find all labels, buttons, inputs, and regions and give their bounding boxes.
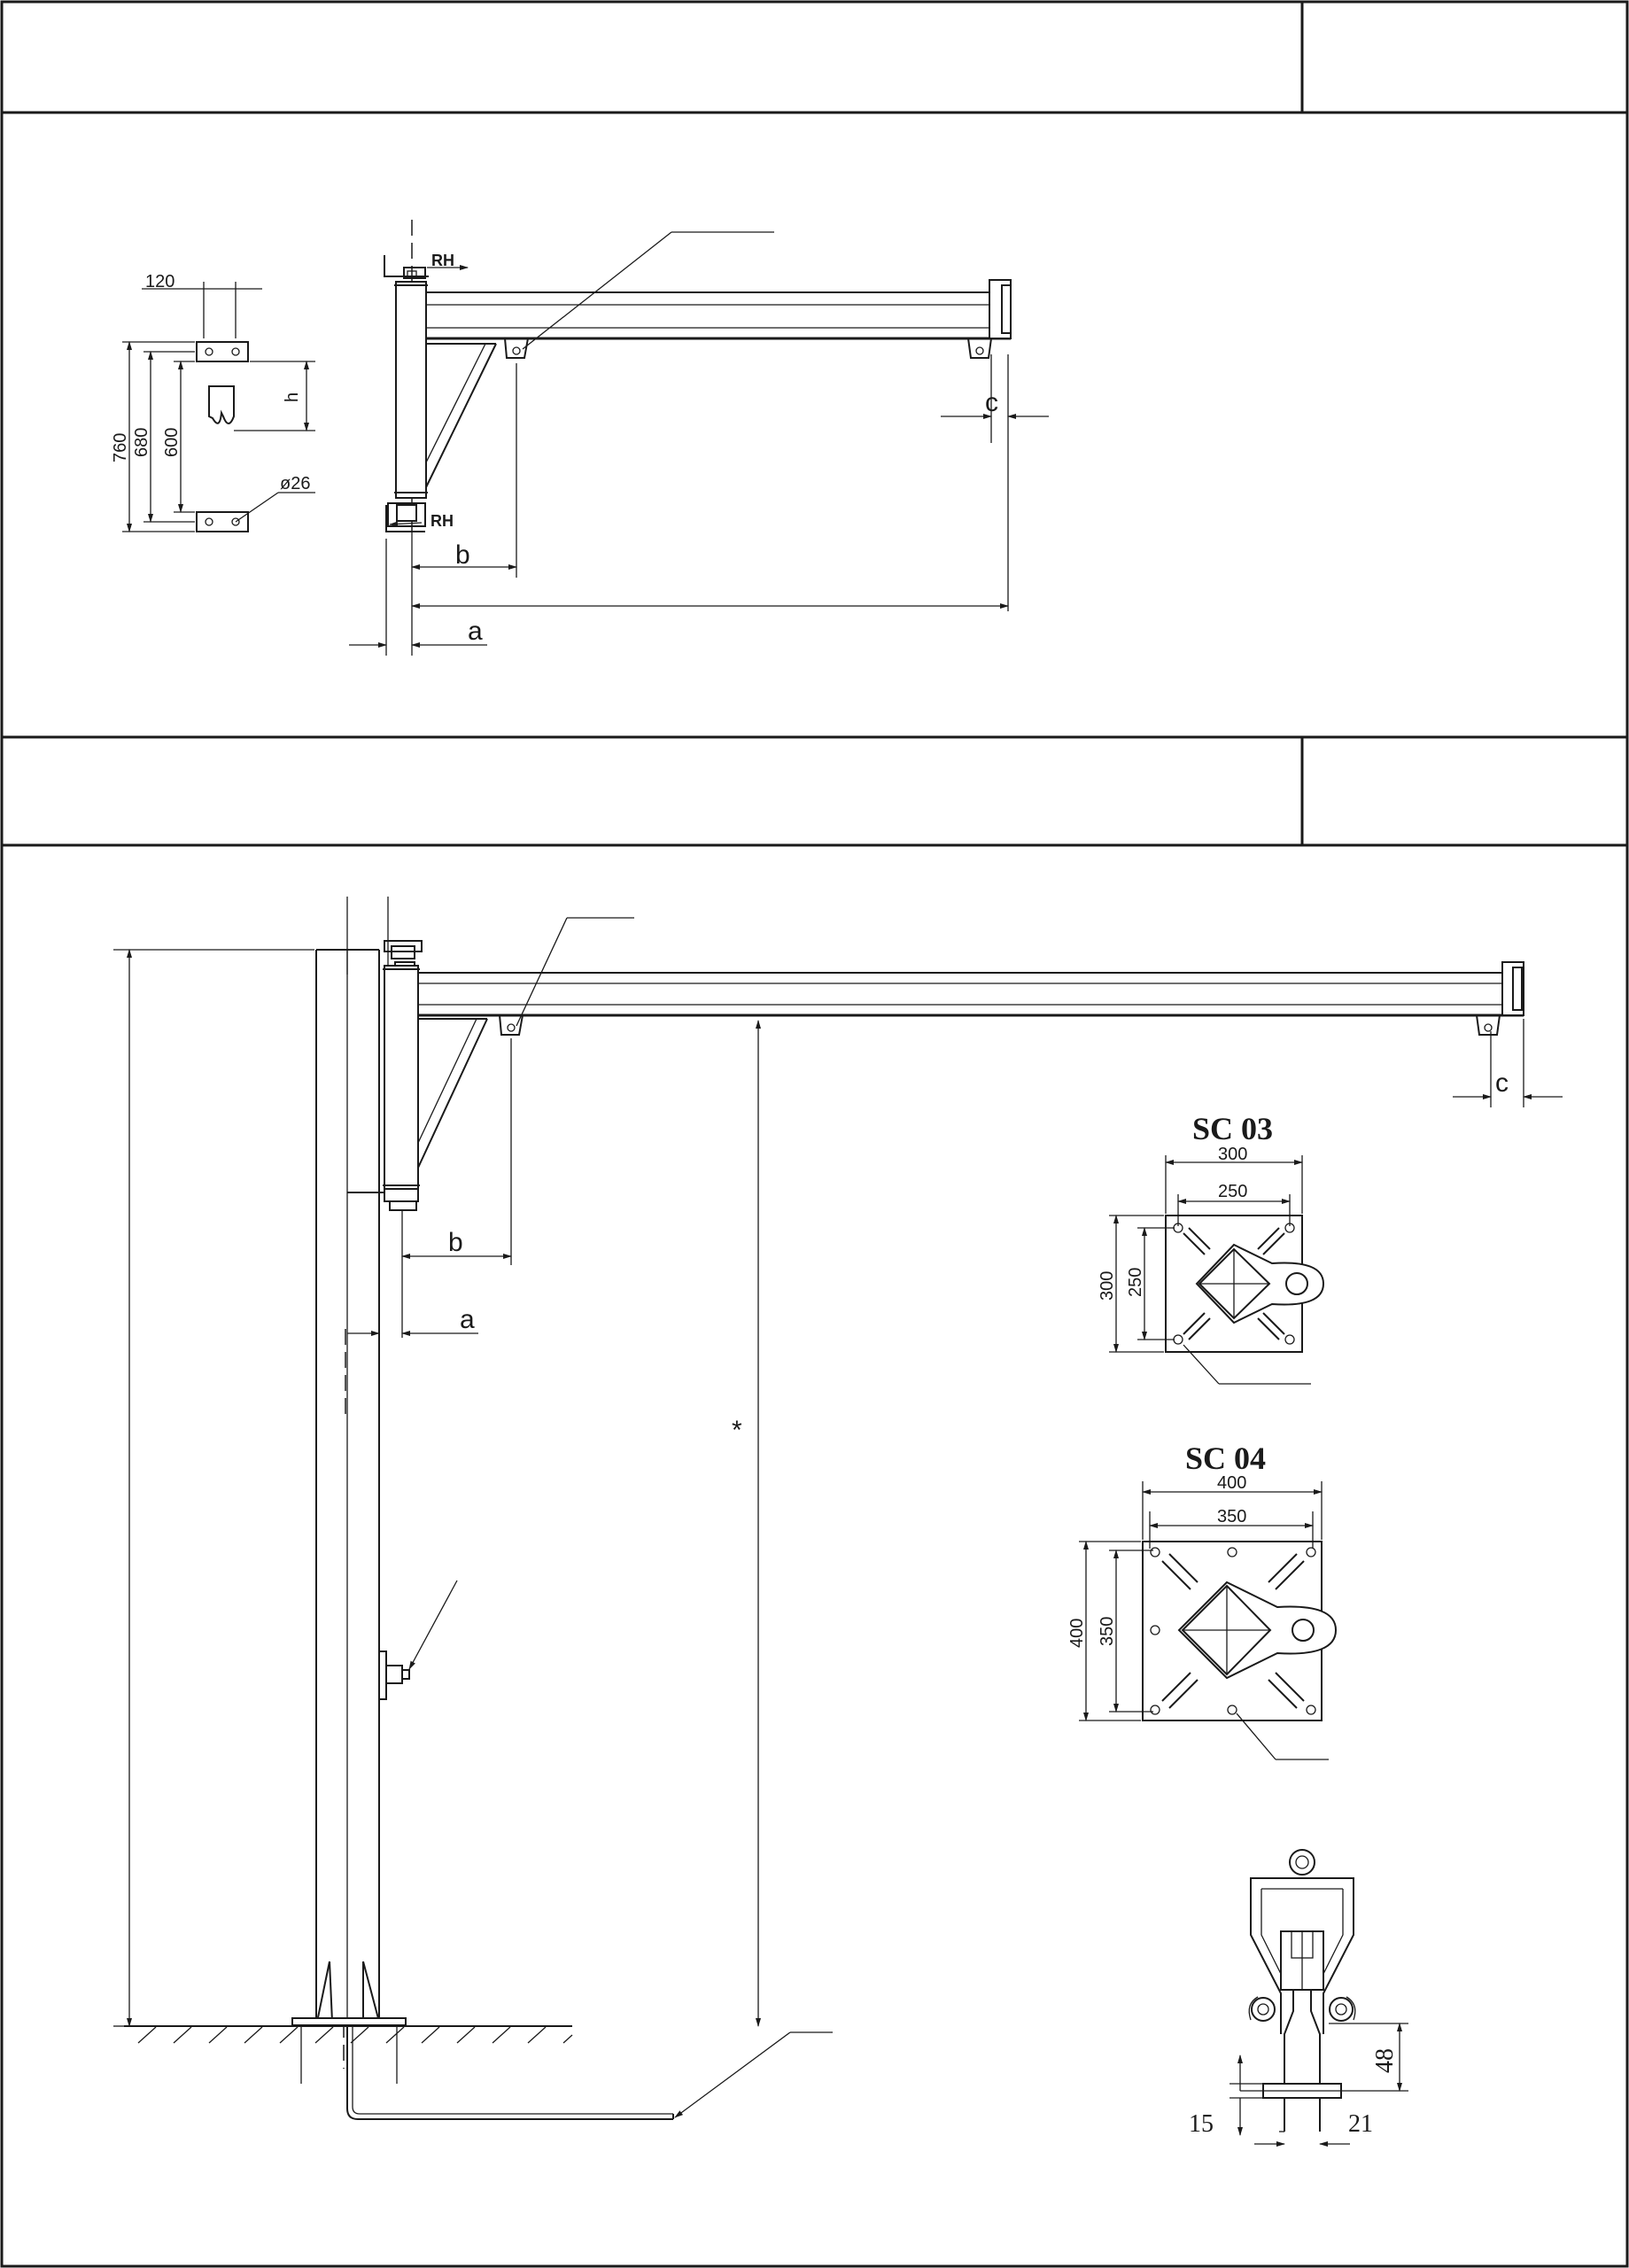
sc04-dim-350-height: 350 <box>1098 1617 1117 1646</box>
sc04-title: SC 04 <box>1185 1441 1266 1476</box>
rh-label-bottom: RH <box>431 512 454 530</box>
wall-dim-c: c <box>985 388 998 417</box>
dim-h: h <box>283 392 302 402</box>
column-dim-c: c <box>1495 1068 1509 1098</box>
trolley-dim-15: 15 <box>1189 2110 1214 2138</box>
bracket-plate-detail: 120 760 680 600 h ø26 <box>111 272 315 532</box>
trolley-profile-detail: 48 15 21 <box>1189 1849 1408 2147</box>
dim-120: 120 <box>145 272 175 291</box>
sc03-dim-300-height: 300 <box>1098 1271 1117 1301</box>
sc04-dim-400-width: 400 <box>1217 1473 1246 1493</box>
column-jib-crane-drawing: c b a * <box>113 897 1563 2120</box>
dim-760: 760 <box>111 433 130 462</box>
sc03-dim-250-width: 250 <box>1218 1182 1247 1201</box>
dim-hole-26: ø26 <box>280 474 310 493</box>
column-dim-b: b <box>448 1228 463 1257</box>
under-beam-height-star: * <box>732 1416 742 1445</box>
trolley-dim-48: 48 <box>1371 2048 1399 2073</box>
dim-600: 600 <box>162 428 182 457</box>
rh-label-top: RH <box>431 252 454 269</box>
dim-680: 680 <box>132 428 151 457</box>
sc04-base-plate: SC 04 400 350 400 350 <box>1067 1441 1338 1760</box>
wall-jib-crane-drawing: RH RH c <box>349 220 1049 656</box>
sc03-title: SC 03 <box>1192 1111 1273 1146</box>
sc03-dim-250-height: 250 <box>1126 1268 1145 1297</box>
wall-dim-b: b <box>455 540 470 570</box>
sc03-base-plate: SC 03 300 250 300 250 <box>1098 1111 1325 1385</box>
column-dim-a: a <box>460 1305 475 1334</box>
sc04-dim-400-height: 400 <box>1067 1619 1087 1648</box>
sc03-dim-300-width: 300 <box>1218 1145 1247 1164</box>
wall-dim-a: a <box>468 617 483 646</box>
trolley-dim-21: 21 <box>1348 2110 1373 2138</box>
sc04-dim-350-width: 350 <box>1217 1507 1246 1526</box>
